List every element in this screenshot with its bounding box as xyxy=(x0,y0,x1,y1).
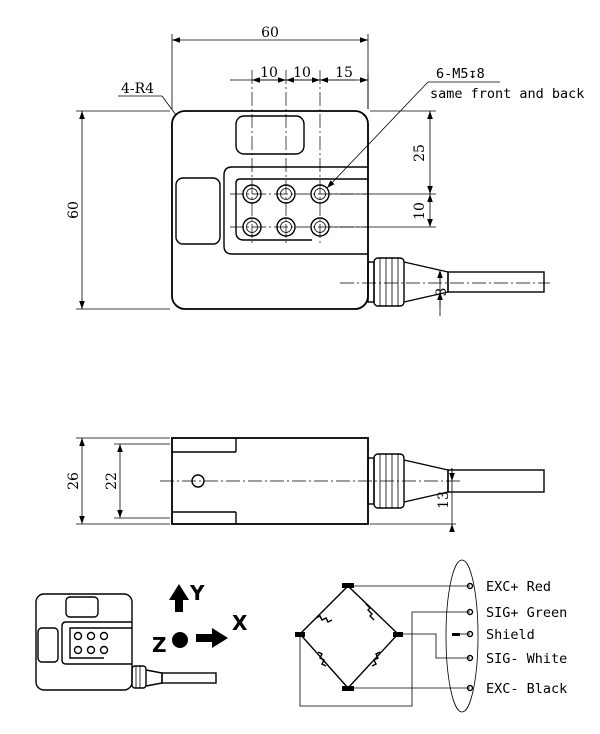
dim-width-60: 60 xyxy=(261,25,279,41)
wire-exc-minus-label: EXC- Black xyxy=(486,681,567,697)
dim-row-10: 10 xyxy=(412,202,428,220)
axis-z-label: Z xyxy=(152,633,167,657)
wire-exc-plus-label: EXC+ Red xyxy=(486,579,551,595)
upper-slot xyxy=(235,115,305,155)
wire-sig-plus-label: SIG+ Green xyxy=(486,605,567,621)
dim-vertical-25: 25 xyxy=(412,144,428,162)
corner-radius-label: 4-R4 xyxy=(121,81,154,97)
orientation-thumbnail xyxy=(35,593,217,691)
axis-y-label: Y xyxy=(189,581,205,605)
mounting-hole xyxy=(242,217,262,237)
mounting-hole xyxy=(310,217,330,237)
wire-sig-minus-label: SIG- White xyxy=(486,651,567,667)
mounting-hole xyxy=(242,184,262,204)
u-pocket-inner xyxy=(235,178,368,241)
cable xyxy=(447,271,545,293)
dim-height-22: 22 xyxy=(104,472,120,490)
mounting-hole xyxy=(276,217,296,237)
mounting-hole xyxy=(310,184,330,204)
dim-cable-3: 3 xyxy=(434,288,450,297)
cable-connector xyxy=(367,257,545,307)
dim-height-26: 26 xyxy=(66,472,82,490)
wiring-diagram: EXC+ Red SIG+ Green Shield SIG- White EX… xyxy=(295,559,567,713)
side-view: 26 22 13 xyxy=(66,437,545,532)
hole-note: 6-M5↧8 xyxy=(436,66,485,82)
arrow-up-icon xyxy=(169,584,189,612)
dim-pitch-b: 10 xyxy=(293,65,311,81)
wire-shield-label: Shield xyxy=(486,627,535,643)
axis-x-label: X xyxy=(232,611,248,635)
top-view: 60 10 10 15 60 4-R4 6-M5↧8 same front an… xyxy=(66,25,584,316)
dim-height-60: 60 xyxy=(66,201,82,219)
left-slot xyxy=(175,177,221,245)
mounting-hole xyxy=(276,184,296,204)
arrow-right-icon xyxy=(196,628,228,648)
u-pocket xyxy=(223,166,368,255)
top-view-body xyxy=(171,110,369,310)
axes-indicator: Y Z X xyxy=(152,581,248,657)
axis-z-dot-icon xyxy=(172,632,188,648)
dim-pitch-a: 10 xyxy=(260,65,278,81)
dim-offset-15: 15 xyxy=(335,65,353,81)
dim-cable-13: 13 xyxy=(436,491,452,509)
hole-note-2: same front and back xyxy=(430,86,584,102)
